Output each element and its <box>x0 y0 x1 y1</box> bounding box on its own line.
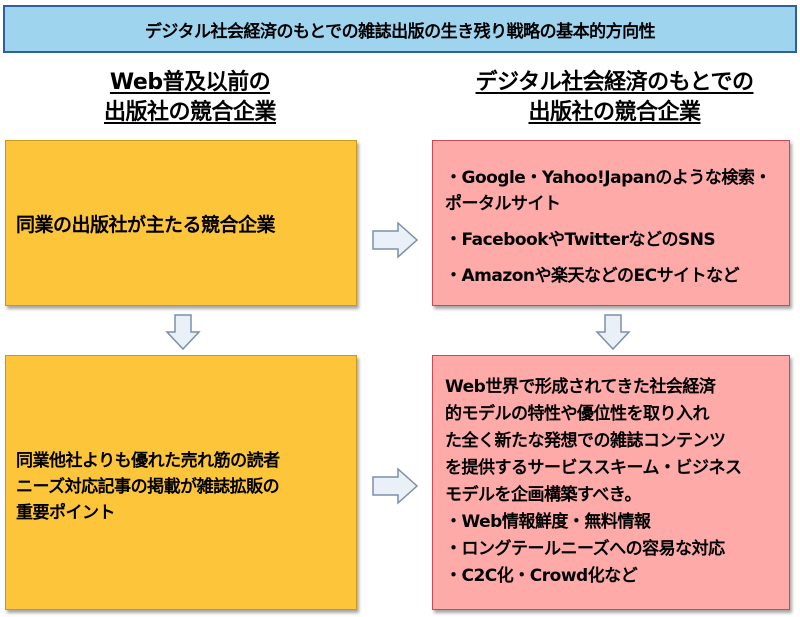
left-bottom-line-1: 同業他社よりも優れた売れ筋の読者 <box>16 451 280 471</box>
right-bottom-line-1: Web世界で形成されてきた社会経済 <box>445 377 716 397</box>
left-column-heading: Web普及以前の 出版社の競合企業 <box>20 68 360 128</box>
right-bottom-line-7: ・ロングテールニーズへの容易な対応 <box>445 539 725 559</box>
right-bottom-line-2: 的モデルの特性や優位性を取り入れ <box>445 404 710 424</box>
right-top-item-1-cont: ポータルサイト <box>445 194 561 214</box>
right-column-heading: デジタル社会経済のもとでの 出版社の競合企業 <box>432 68 797 128</box>
right-heading-line1: デジタル社会経済のもとでの <box>475 70 754 95</box>
arrow-down-left <box>165 314 201 351</box>
left-bottom-box: 同業他社よりも優れた売れ筋の読者 ニーズ対応記事の掲載が雑誌拡販の 重要ポイント <box>5 355 357 610</box>
right-top-item-2: ・FacebookやTwitterなどのSNS <box>445 230 716 250</box>
arrow-right-bottom <box>372 467 419 505</box>
left-top-box: 同業の出版社が主たる競合企業 <box>5 140 357 306</box>
arrow-right-top <box>372 221 419 259</box>
arrow-down-right <box>595 314 631 351</box>
left-heading-line1: Web普及以前の <box>109 70 271 95</box>
right-top-item-1: ・Google・Yahoo!Japanのような検索・ <box>445 168 771 188</box>
left-top-box-text: 同業の出版社が主たる競合企業 <box>16 213 276 236</box>
right-bottom-line-6: ・Web情報鮮度・無料情報 <box>445 512 651 532</box>
right-bottom-line-4: を提供するサービススキーム・ビジネス <box>445 458 742 478</box>
right-heading-line2: 出版社の競合企業 <box>528 100 701 125</box>
right-top-box: ・Google・Yahoo!Japanのような検索・ ポータルサイト ・Face… <box>432 140 790 306</box>
right-bottom-line-3: た全く新たな発想での雑誌コンテンツ <box>445 431 726 451</box>
right-top-item-3: ・Amazonや楽天などのECサイトなど <box>445 266 740 286</box>
left-bottom-line-3: 重要ポイント <box>16 503 116 523</box>
left-heading-line2: 出版社の競合企業 <box>103 100 277 125</box>
left-bottom-line-2: ニーズ対応記事の掲載が雑誌拡販の <box>16 477 280 497</box>
diagram-title: デジタル社会経済のもとでの雑誌出版の生き残り戦略の基本的方向性 <box>3 5 797 53</box>
right-bottom-line-8: ・C2C化・Crowd化など <box>445 566 638 586</box>
right-bottom-line-5: モデルを企画構築すべき。 <box>445 485 641 505</box>
right-bottom-box: Web世界で形成されてきた社会経済 的モデルの特性や優位性を取り入れ た全く新た… <box>432 355 790 610</box>
